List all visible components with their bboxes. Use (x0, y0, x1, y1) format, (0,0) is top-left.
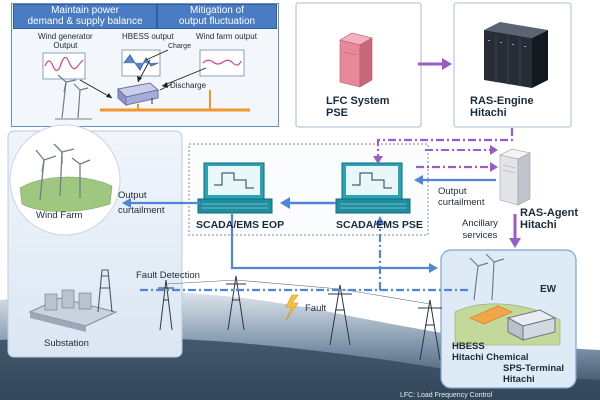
ras-engine-label: RAS-Engine Hitachi (470, 95, 534, 119)
ras-agent-server-icon (499, 148, 531, 206)
wind-generator-line1: Wind generator (38, 32, 93, 41)
power-tower-icon (158, 275, 442, 361)
wind-generator-output-label: Wind generator Output (38, 32, 93, 50)
wind-generator-line2: Output (53, 41, 78, 50)
fault-label: Fault (305, 303, 327, 314)
wind-generator-chart (42, 52, 86, 80)
ancillary-line2: services (462, 230, 498, 241)
output-curtailment-left-line1: Output (118, 190, 147, 201)
header-demand-supply: Maintain power demand & supply balance (13, 4, 157, 29)
discharge-label: Discharge (170, 81, 207, 90)
scada-console-icon (335, 162, 411, 214)
ras-agent-label: RAS-Agent Hitachi (520, 207, 578, 231)
header-right-line1: Mitigation of (190, 5, 244, 16)
output-curtailment-right-line2: curtailment (438, 197, 485, 208)
hbess-line1: HBESS (452, 341, 485, 352)
lightning-icon (285, 294, 299, 321)
fault-detection-label: Fault Detection (136, 270, 200, 281)
scada-console-icon (197, 162, 273, 214)
footnote: LFC: Load Frequency Control (400, 392, 493, 399)
wind-farm-output-chart (199, 49, 245, 77)
hbess-label: HBESS Hitachi Chemical (452, 341, 529, 363)
output-curtailment-right-line1: Output (438, 186, 467, 197)
output-curtailment-right-label: Output curtailment (438, 186, 484, 208)
lfc-system-line2: PSE (326, 107, 349, 119)
battery-icon (506, 309, 557, 341)
wind-turbine-icon (469, 253, 505, 301)
wind-turbine-icon (35, 143, 91, 201)
sps-terminal-line1: SPS-Terminal (503, 363, 565, 374)
substation-icon (28, 269, 118, 332)
hbess-output-label: HBESS output (122, 32, 174, 41)
lfc-server-icon (339, 32, 373, 88)
output-curtailment-left-line2: curtailment (118, 205, 165, 216)
charge-label: Charge (168, 43, 191, 50)
battery-icon (116, 82, 160, 107)
ancillary-line1: Ancillary (462, 218, 498, 229)
wind-farm-output-label: Wind farm output (196, 32, 257, 41)
substation-label: Substation (44, 338, 89, 349)
header-right-line2: output fluctuation (178, 16, 256, 27)
ras-agent-line2: Hitachi (520, 219, 557, 231)
lfc-system-label: LFC System PSE (326, 95, 390, 119)
wind-turbine-icon (55, 74, 92, 120)
ew-label: EW (540, 284, 557, 295)
sps-terminal-label: SPS-Terminal Hitachi (503, 363, 564, 385)
sps-terminal-line2: Hitachi (503, 374, 535, 385)
ras-engine-server-icon (484, 22, 548, 88)
header-output-fluctuation: Mitigation of output fluctuation (157, 4, 277, 29)
output-curtailment-left-label: Output curtailment (118, 188, 164, 218)
scada-pse-label: SCADA/EMS PSE (336, 219, 423, 231)
header-left-line1: Maintain power (51, 5, 119, 16)
wind-farm-label: Wind Farm (36, 210, 83, 221)
lfc-system-line1: LFC System (326, 95, 390, 107)
hbess-output-chart (121, 49, 161, 77)
ancillary-services-label: Ancillary services (462, 218, 498, 242)
hbess-line2: Hitachi Chemical (452, 352, 529, 363)
header-left-line2: demand & supply balance (27, 16, 143, 27)
scada-eop-label: SCADA/EMS EOP (196, 219, 285, 231)
ras-engine-line2: Hitachi (470, 107, 507, 119)
ras-agent-line1: RAS-Agent (520, 207, 579, 219)
ras-engine-line1: RAS-Engine (470, 95, 534, 107)
